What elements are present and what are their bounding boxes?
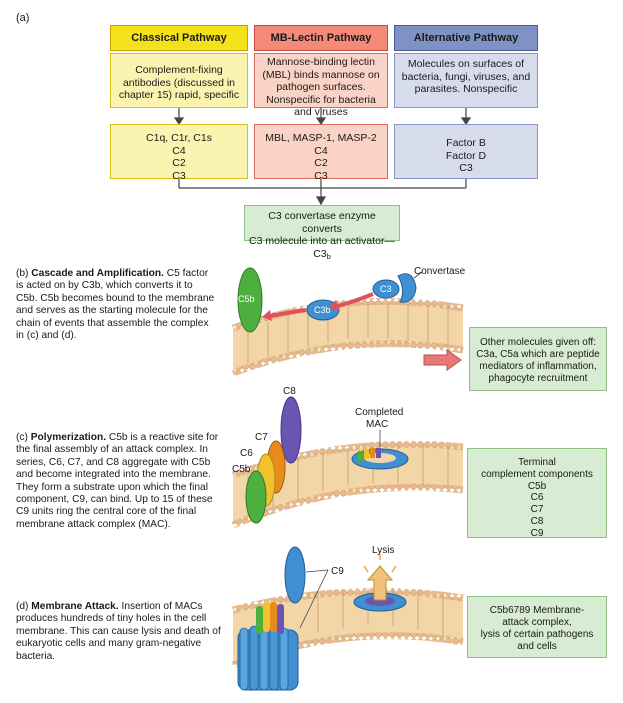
classical-pathway-header: Classical Pathway [110,25,248,51]
c3-protein [372,279,400,299]
panel-c-description: C5b is a reactive site for the final ass… [16,432,219,530]
c9-label: C9 [331,566,344,577]
pathway-arrows [173,108,472,206]
panel-c-text: (c) Polymerization. C5b is a reactive si… [16,432,224,531]
convertase-label: Convertase [414,266,466,277]
panel-b-description: C5 factor is acted on by C3b, which conv… [16,268,215,342]
terminal-c6: C6 [530,492,544,504]
terminal-line2: complement components [481,468,593,480]
mac-pore [237,602,299,691]
c3-label: C3 [380,284,392,294]
panel-b-heading: Cascade and Amplification. [31,268,164,279]
membrane-attack-box: C5b6789 Membrane- attack complex, lysis … [467,596,607,658]
terminal-c8: C8 [530,515,544,527]
c8-protein [280,396,302,464]
panel-c-label: (c) [16,432,28,443]
classical-component-3: C2 [172,157,186,169]
c3-convertase-box: C3 convertase enzyme converts C3 molecul… [244,205,400,261]
panel-c-illustration [231,396,464,529]
lectin-component-3: C2 [314,157,328,169]
c8-label: C8 [283,386,296,397]
classical-description-box: Complement-fixing antibodies (discussed … [110,53,248,108]
terminal-c9: C9 [530,527,544,539]
classical-component-1: C1q, C1r, C1s [146,132,212,144]
c5b-label-c: C5b [232,464,251,475]
other-molecules-line2: C3a, C5a which are peptide [476,349,600,360]
mac-box-line1: C5b6789 Membrane- [489,605,585,616]
c3-convertase-line1: C3 convertase enzyme converts [268,210,376,235]
panel-d-heading: Membrane Attack. [31,601,119,612]
alternative-description: Molecules on surfaces of bacteria, fungi… [401,58,531,95]
mac-box-line3: lysis of certain pathogens [480,629,594,640]
alternative-description-box: Molecules on surfaces of bacteria, fungi… [394,53,538,108]
lectin-description: Mannose-binding lectin (MBL) binds manno… [262,56,380,118]
panel-d-illustration [231,546,464,691]
lectin-component-2: C4 [314,144,328,157]
c3-convertase-line2: C3 molecule into an activator—C3 [249,235,395,260]
c9-protein [284,546,306,604]
alternative-components-box: Factor B Factor D C3 [394,124,538,179]
alternative-component-2: Factor D [445,149,487,162]
alternative-pathway-header: Alternative Pathway [394,25,538,51]
classical-description: Complement-fixing antibodies (discussed … [118,64,240,101]
lectin-pathway-title: MB-Lectin Pathway [270,31,372,44]
panel-b-illustration [231,267,464,377]
classical-pathway-title: Classical Pathway [131,31,227,44]
other-molecules-line3: mediators of inflammation, [479,361,597,372]
lectin-description-box: Mannose-binding lectin (MBL) binds manno… [254,53,388,118]
lectin-component-1: MBL, MASP-1, MASP-2 [265,132,377,144]
classical-component-4: C3 [172,169,186,182]
completed-label: Completed [355,407,404,418]
c3-convertase-subscript: b [326,251,331,261]
mac-box-line2: attack complex, [502,617,572,628]
terminal-c7: C7 [530,504,544,516]
classical-component-2: C4 [172,144,186,157]
panel-d-description: Insertion of MACs produces hundreds of t… [16,601,221,662]
completed-mac-ring [351,448,409,470]
alternative-pathway-title: Alternative Pathway [413,31,519,44]
convertase-protein [397,273,417,303]
c3-convertase-line2-wrap: C3 molecule into an activator—C3b [249,235,395,263]
c5b-protein-c [245,470,267,524]
terminal-components-box: Terminal complement components C5b C6 C7… [467,448,607,539]
c5b-label-b: C5b [238,294,255,304]
alternative-component-3: C3 [459,162,473,174]
c5b-protein [237,267,263,333]
alternative-component-1: Factor B [446,137,486,149]
other-molecules-line1: Other molecules given off: [480,337,596,348]
classical-components-box: C1q, C1r, C1s C4 C2 C3 [110,124,248,182]
lectin-component-4: C3 [314,169,328,182]
panel-a-label: (a) [16,12,30,24]
terminal-line1: Terminal [518,457,556,468]
panel-b-text: (b) Cascade and Amplification. C5 factor… [16,268,216,342]
mac-box-line4: and cells [517,641,557,652]
c7-label: C7 [255,432,268,443]
c3b-label: C3b [314,305,331,315]
panel-d-text: (d) Membrane Attack. Insertion of MACs p… [16,601,221,663]
panel-d-label: (d) [16,601,29,612]
terminal-c5b: C5b [527,480,547,492]
panel-c-heading: Polymerization. [30,432,107,443]
other-molecules-box: Other molecules given off: C3a, C5a whic… [469,327,607,391]
lysis-label: Lysis [372,545,395,556]
c6-label: C6 [240,448,253,459]
red-arrow-icon [423,349,462,371]
lectin-pathway-header: MB-Lectin Pathway [254,25,388,51]
other-molecules-line4: phagocyte recruitment [488,373,588,384]
mac-label: MAC [366,419,389,430]
panel-b-label: (b) [16,268,29,279]
lysis-arrow [366,565,394,601]
lectin-components-box: MBL, MASP-1, MASP-2 C4 C2 C3 [254,124,388,182]
